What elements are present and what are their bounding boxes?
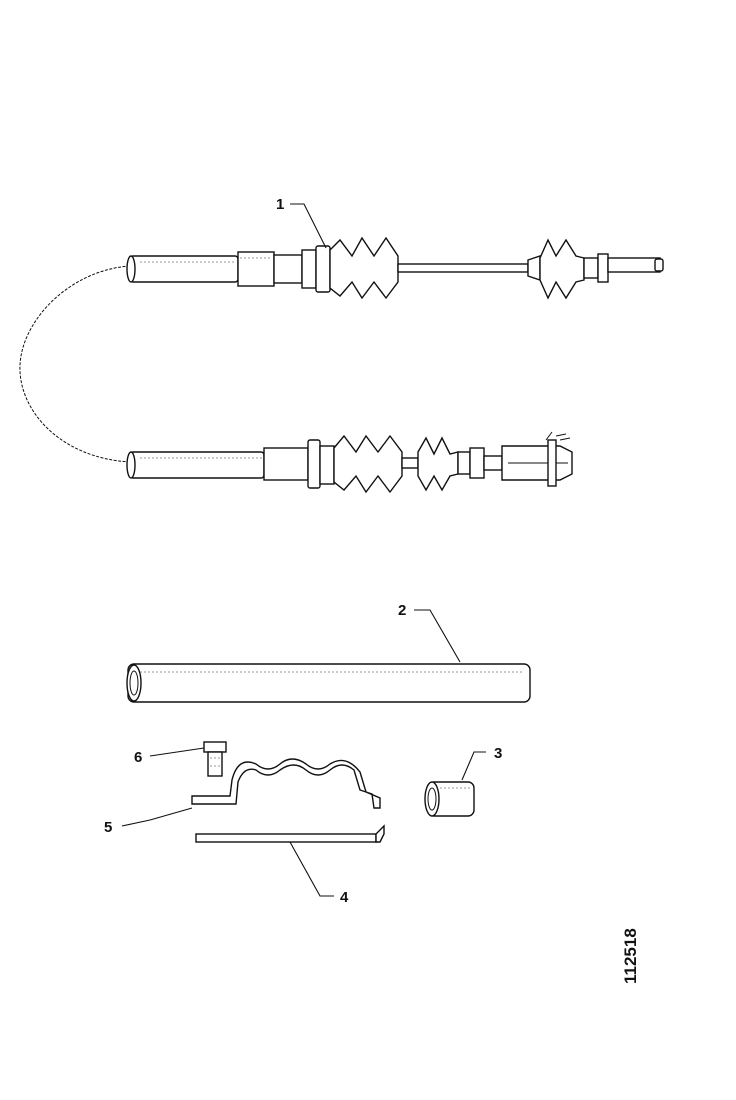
sleeve-part (424, 781, 475, 817)
upper-small-boot (539, 238, 585, 300)
callout-6: 6 (134, 749, 142, 766)
leader-6 (149, 747, 205, 757)
cable-assembly (19, 236, 664, 494)
callout-2: 2 (398, 602, 406, 619)
leader-3 (461, 751, 486, 781)
callout-4: 4 (340, 889, 349, 906)
callout-3: 3 (494, 745, 502, 762)
callout-1: 1 (276, 196, 284, 213)
tube-part (126, 663, 531, 703)
leader-4 (289, 841, 334, 897)
leader-1 (290, 203, 327, 249)
upper-boot (329, 236, 399, 300)
bolt-part (203, 741, 227, 777)
rod-part (195, 824, 385, 843)
leader-2 (414, 609, 461, 663)
upper-cable-end (126, 236, 664, 300)
bracket-part (191, 758, 381, 809)
drawing-reference-number: 112518 (621, 928, 640, 984)
lower-boot (333, 434, 403, 494)
leader-5 (121, 807, 193, 827)
callout-5: 5 (104, 819, 112, 836)
cable-loop (19, 265, 131, 463)
lower-small-boot (417, 436, 459, 492)
lower-cable-end (126, 431, 573, 494)
